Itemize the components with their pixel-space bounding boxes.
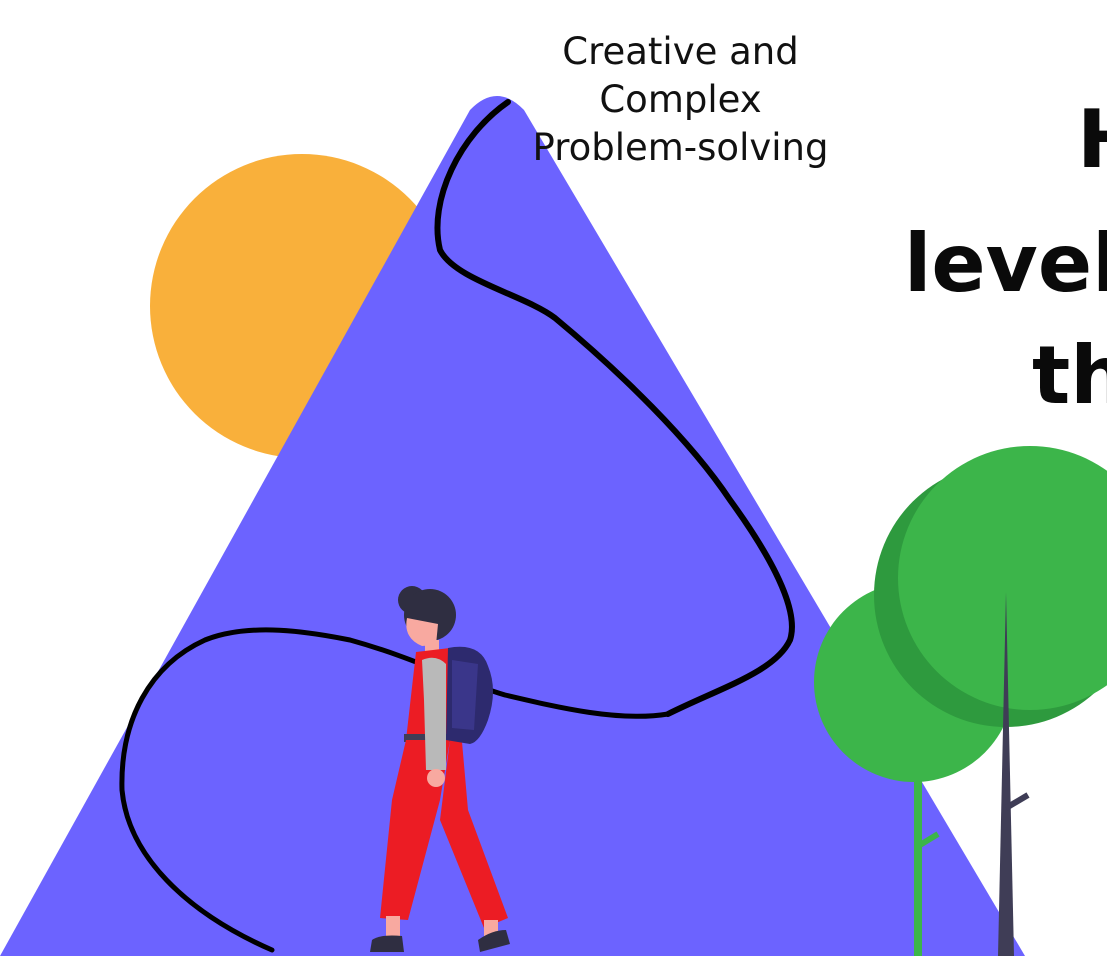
- peak-label-line-2: Complex: [599, 78, 762, 121]
- tree-icon: [814, 446, 1107, 956]
- hiker-icon: [370, 586, 510, 952]
- peak-label-line-1: Creative and: [562, 30, 799, 73]
- peak-label-line-3: Problem-solving: [532, 126, 829, 169]
- backpack-icon: [446, 646, 493, 744]
- peak-label: Creative and Complex Problem-solving: [478, 28, 883, 172]
- mountain-icon: [0, 96, 1025, 956]
- trail-path-icon: [119, 99, 795, 953]
